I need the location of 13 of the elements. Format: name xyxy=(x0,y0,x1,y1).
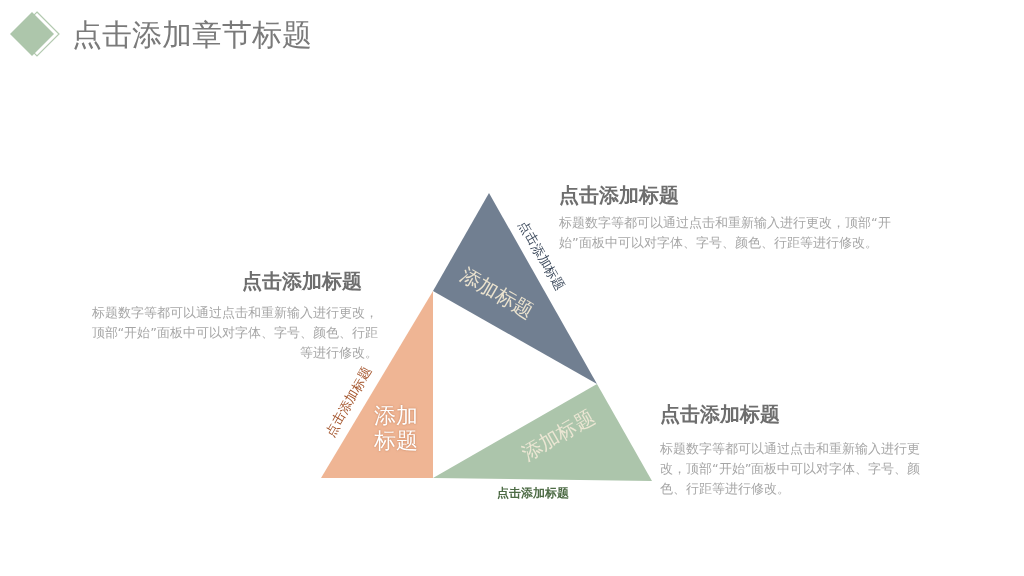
section-heading: 点击添加标题 xyxy=(660,401,781,427)
description-text: 标题数字等都可以通过点击和重新输入进行更改，顶部“开始”面板中可以对字体、字号、颜色、行距等进行修改。 xyxy=(559,214,892,252)
segment-label: 添加标题 xyxy=(456,263,538,323)
section-heading: 点击添加标题 xyxy=(241,268,362,294)
triangle-segment xyxy=(433,384,652,481)
edge-caption: 点击添加标题 xyxy=(323,364,375,440)
segment-label: 添加标题 xyxy=(517,405,599,465)
description-text: 标题数字等都可以通过点击和重新输入进行更改，顶部“开始”面板中可以对字体、字号、颜色、行距等进行修改。 xyxy=(90,304,378,362)
segment-label: 添加标题 xyxy=(374,402,418,454)
section-heading: 点击添加标题 xyxy=(559,182,680,208)
edge-caption: 点击添加标题 xyxy=(497,487,569,501)
page-title: 点击添加章节标题 xyxy=(72,16,312,54)
description-text: 标题数字等都可以通过点击和重新输入进行更改，顶部“开始”面板中可以对字体、字号、颜色、行距等进行修改。 xyxy=(660,440,922,498)
